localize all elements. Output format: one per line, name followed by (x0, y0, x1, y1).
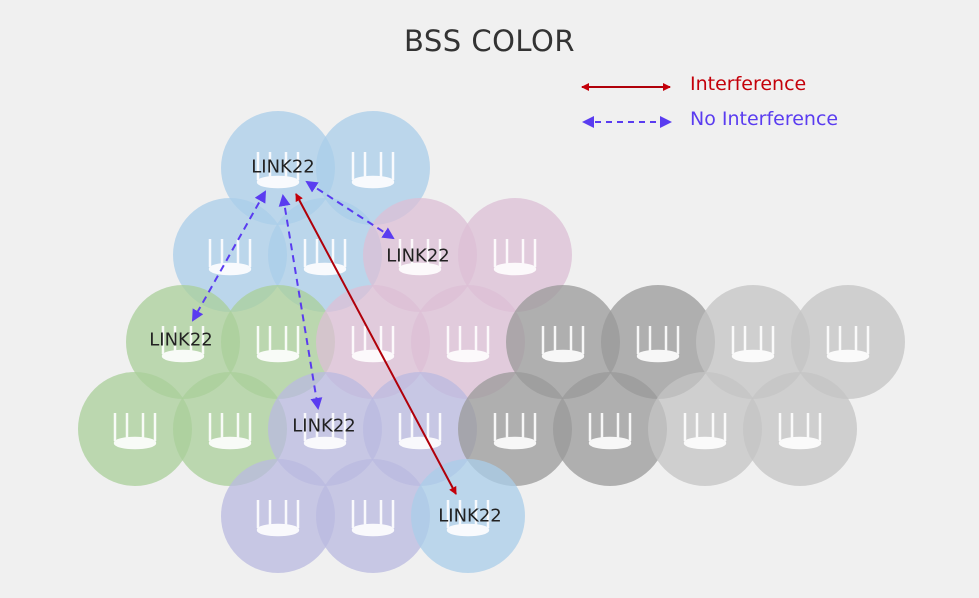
link-label: LINK22 (386, 245, 450, 267)
router-icon (113, 413, 157, 450)
link-label: LINK22 (292, 415, 356, 437)
bss-cell-light (743, 372, 857, 486)
bss-cell-dark (553, 372, 667, 486)
bss-cell-pink (458, 198, 572, 312)
diagram-title: BSS COLOR (403, 24, 576, 58)
no-interference-arrow (192, 190, 266, 322)
router-icon (541, 326, 585, 363)
router-icon (588, 413, 632, 450)
router-icon (208, 413, 252, 450)
legend-no-interference-label: No Interference (690, 108, 839, 130)
router-icon (256, 500, 300, 537)
link-label: LINK22 (251, 156, 315, 178)
router-icon (826, 326, 870, 363)
router-icon (683, 413, 727, 450)
router-icon (493, 239, 537, 276)
bss-cell-dark (506, 285, 620, 399)
router-icon (493, 413, 537, 450)
bss-cell-dark (458, 372, 572, 486)
legend-interference-label: Interference (690, 73, 807, 95)
link-label: LINK22 (438, 505, 502, 527)
bss-cell-light (696, 285, 810, 399)
router-icon (778, 413, 822, 450)
bss-cell-light (791, 285, 905, 399)
interference-arrow (295, 193, 457, 495)
bss-cell-dark (601, 285, 715, 399)
bss-cell-green (173, 372, 287, 486)
bss-cell-green (78, 372, 192, 486)
bss-cell-light (648, 372, 762, 486)
router-icon (256, 152, 300, 189)
link-label: LINK22 (149, 329, 213, 351)
router-icon (446, 500, 490, 537)
router-icon (636, 326, 680, 363)
router-icon (351, 500, 395, 537)
router-icon (161, 326, 205, 363)
router-icon (731, 326, 775, 363)
